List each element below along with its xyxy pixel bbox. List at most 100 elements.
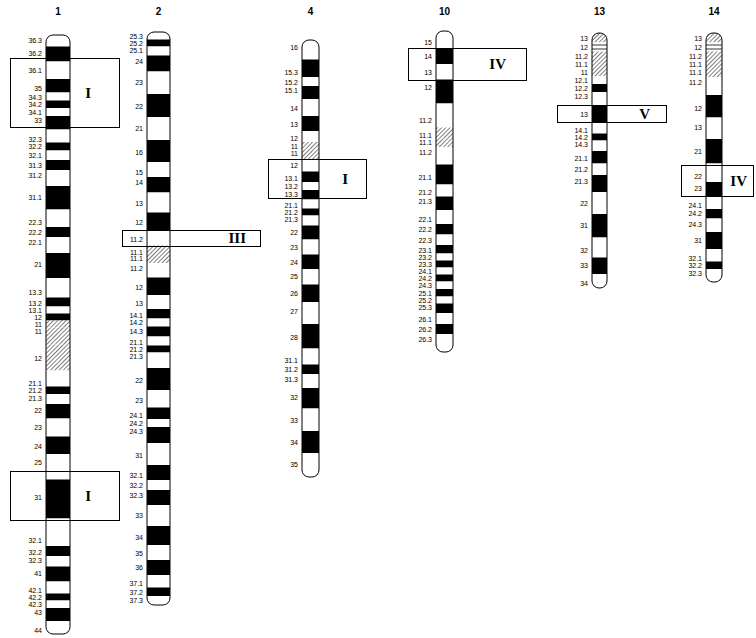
band-label: 36.3 — [2, 37, 42, 44]
band-label: 44 — [2, 627, 42, 634]
chromosome-band — [592, 238, 607, 258]
band-label: 16 — [103, 149, 143, 156]
band-label: 31.1 — [258, 357, 298, 364]
band-label: 32.1 — [2, 152, 42, 159]
chromosome-band — [706, 139, 722, 164]
chromosome-band — [592, 68, 607, 76]
band-label: 12 — [392, 84, 432, 91]
band-label: 31.1 — [2, 194, 42, 201]
band-label: 31.2 — [258, 366, 298, 373]
chromosome-band — [706, 262, 722, 270]
chromosome-band — [436, 282, 453, 290]
band-label: 32.3 — [2, 557, 42, 564]
chromosome-band — [147, 72, 170, 95]
band-label: 21.3 — [548, 178, 588, 185]
chromosome-band — [147, 193, 170, 213]
band-label: 32.1 — [662, 255, 702, 262]
band-label: 23 — [103, 79, 143, 86]
band-label: 21.3 — [392, 198, 432, 205]
chromosome-band — [46, 160, 70, 170]
chromosome-band — [706, 209, 722, 219]
chromosome-band — [147, 588, 170, 597]
chromosome-band — [147, 231, 170, 246]
band-label: 36.1 — [2, 67, 42, 74]
band-label: 41 — [2, 570, 42, 577]
chromosome-band — [436, 139, 453, 148]
band-label: 25.3 — [103, 33, 143, 40]
chromosome-band — [592, 122, 607, 134]
chromosome-band — [147, 117, 170, 140]
band-label: 21.1 — [2, 380, 42, 387]
region-box: I — [10, 471, 120, 521]
chromosome-band — [46, 253, 70, 278]
chromosome-band — [147, 94, 170, 117]
chromosome-band — [706, 52, 722, 61]
chromosome-band — [436, 128, 453, 139]
band-label: 11.2 — [548, 53, 588, 60]
chromosome-band — [147, 56, 170, 72]
chromosome-band — [302, 453, 319, 477]
band-label: 11.1 — [662, 69, 702, 76]
chromosome-band — [302, 431, 319, 453]
stalk-line — [706, 45, 722, 46]
band-label: 23 — [258, 244, 298, 251]
chromosome-band — [706, 249, 722, 262]
chromosome-band — [46, 108, 70, 116]
band-label: 34.1 — [2, 109, 42, 116]
chromosome-band — [706, 43, 722, 52]
chromosome-band — [302, 172, 319, 183]
chromosome-band — [302, 388, 319, 409]
band-label: 15 — [103, 169, 143, 176]
band-label: 23 — [2, 424, 42, 431]
band-label: 11 — [548, 69, 588, 76]
chromosome-band — [46, 519, 70, 547]
chromosome-band — [46, 546, 70, 556]
chromosome-band — [302, 86, 319, 99]
band-label: 15.1 — [258, 87, 298, 94]
chromosome-band — [592, 141, 607, 152]
band-label: 22.3 — [2, 219, 42, 226]
chromosome-band — [706, 232, 722, 249]
band-label: 21.1 — [548, 155, 588, 162]
chromosome — [147, 32, 170, 605]
chromosome-number: 10 — [425, 6, 465, 18]
band-label: 11 — [258, 143, 298, 150]
band-label: 31 — [103, 452, 143, 459]
chromosome-band — [436, 268, 453, 275]
chromosome-band — [46, 371, 70, 387]
chromosome-band — [147, 47, 170, 56]
chromosome-band — [302, 150, 319, 160]
band-label: 14.2 — [103, 319, 143, 326]
band-label: 31.2 — [2, 172, 42, 179]
band-label: 13.3 — [2, 289, 42, 296]
chromosome-band — [147, 353, 170, 369]
band-label: 43 — [2, 609, 42, 616]
band-label: 21.1 — [103, 339, 143, 346]
chromosome-band — [436, 334, 453, 352]
band-label: 22 — [662, 173, 702, 180]
band-label: 21 — [2, 261, 42, 268]
chromosome-band — [436, 245, 453, 254]
band-label: 24.2 — [392, 275, 432, 282]
chromosome-band — [147, 213, 170, 231]
band-label: 11.1 — [662, 61, 702, 68]
band-label: 28 — [258, 334, 298, 341]
chromosome-band — [436, 261, 453, 268]
band-label: 12 — [662, 44, 702, 51]
region-numeral: I — [342, 172, 348, 187]
band-label: 11.2 — [662, 79, 702, 86]
chromosome-band — [147, 390, 170, 408]
band-label: 32.2 — [2, 549, 42, 556]
band-label: 32.3 — [662, 270, 702, 277]
band-label: 22 — [258, 229, 298, 236]
chromosome-band — [436, 80, 453, 104]
band-label: 13 — [103, 300, 143, 307]
region-numeral: IV — [489, 57, 506, 72]
band-label: 11.2 — [662, 53, 702, 60]
band-label: 26.1 — [392, 316, 432, 323]
chromosome-outline — [436, 31, 453, 352]
chromosome-number: 2 — [139, 6, 179, 18]
chromosome-band — [46, 151, 70, 161]
band-label: 14.3 — [548, 141, 588, 148]
band-label: 12 — [258, 135, 298, 142]
